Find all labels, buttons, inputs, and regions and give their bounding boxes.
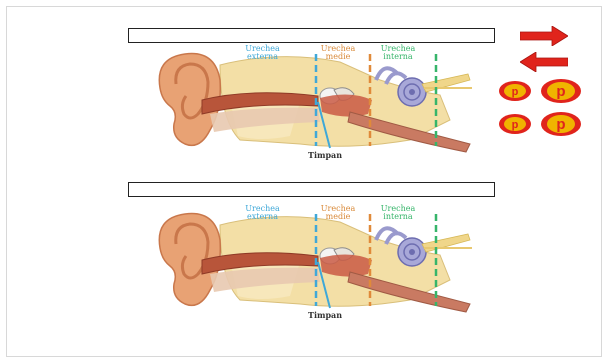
- p-button-label: p: [556, 116, 565, 133]
- label-inner-ear: Urechea interna: [376, 45, 420, 61]
- p-button-label: p: [556, 83, 565, 100]
- label-inner-ear: Urechea interna: [376, 205, 420, 221]
- ear-diagram-1: Urechea externa Urechea medie Urechea in…: [150, 40, 490, 170]
- label-eardrum: Timpan: [308, 150, 342, 160]
- p-button-label: p: [512, 119, 519, 131]
- label-external-ear: Urechea externa: [240, 205, 285, 221]
- label-eardrum: Timpan: [308, 310, 342, 320]
- p-button-4[interactable]: p: [540, 111, 582, 137]
- ear-diagram-2: Urechea externa Urechea medie Urechea in…: [150, 200, 490, 330]
- p-button-3[interactable]: p: [498, 113, 532, 135]
- p-button-label: p: [512, 86, 519, 98]
- label-middle-ear: Urechea medie: [318, 45, 358, 61]
- right-arrow-icon[interactable]: [520, 26, 568, 46]
- p-button-2[interactable]: p: [540, 78, 582, 104]
- label-middle-ear: Urechea medie: [318, 205, 358, 221]
- left-arrow-icon[interactable]: [520, 52, 568, 72]
- label-external-ear: Urechea externa: [240, 45, 285, 61]
- p-button-1[interactable]: p: [498, 80, 532, 102]
- answer-textbox-2[interactable]: [128, 182, 495, 197]
